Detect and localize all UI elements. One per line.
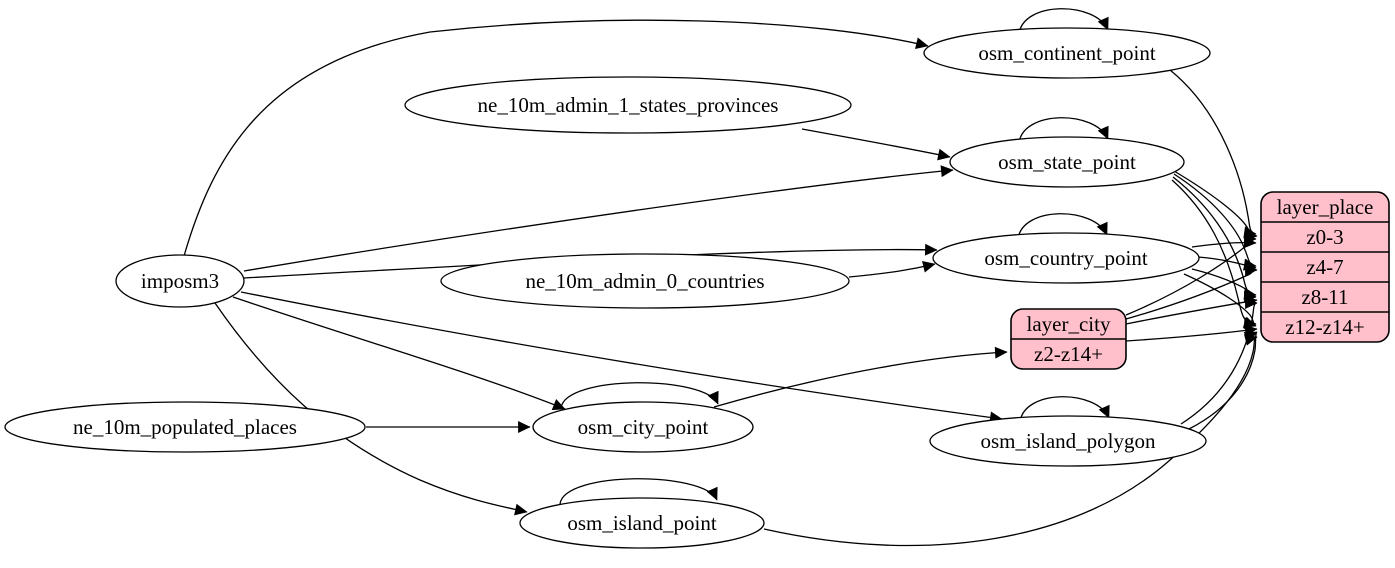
table-ellipse [115,254,245,308]
zoom-range-label: z0-3 [1306,225,1343,249]
edge-osm_island_polygon-layer_place-z12-z14+ [1188,331,1258,430]
table-label: osm_state_point [998,150,1136,174]
table-ellipse [404,76,852,134]
layer-title: layer_city [1027,312,1111,336]
edge-imposm3-osm_city_point [232,296,566,411]
edge-self-osm_country_point [1017,213,1108,240]
edge-layer_city-layer_place-z8-11 [1125,296,1258,325]
node-ne_10m_admin_0_countries: ne_10m_admin_0_countries [440,253,850,309]
edge-layer_city-layer_place-z4-7 [1125,264,1258,320]
table-ellipse [923,27,1211,79]
node-layer_city: layer_city z2-z14+ [1010,308,1127,370]
table-label: imposm3 [141,269,219,293]
table-ellipse [440,253,850,309]
edge-imposm3-osm_island_polygon [240,291,1003,424]
edge-self-osm_continent_point [1018,8,1109,35]
table-label: osm_continent_point [978,41,1155,65]
edge-self-osm_city_point [560,382,719,409]
edge-imposm3-osm_state_point [243,165,954,272]
table-ellipse [532,401,754,453]
edge-osm_continent_point-layer_place-z0-3 [1169,69,1257,239]
node-osm_city_point: osm_city_point [532,401,754,453]
table-label: ne_10m_admin_0_countries [525,269,764,293]
table-label: osm_country_point [984,246,1147,270]
table-label: ne_10m_populated_places [73,415,297,439]
zoom-range-label: z2-z14+ [1034,342,1103,366]
edge-imposm3-osm_continent_point [183,19,929,257]
table-label: osm_island_polygon [980,429,1156,453]
edge-ne_10m_admin_0_countries-osm_country_point [848,260,936,278]
node-osm_country_point: osm_country_point [932,232,1200,284]
edges-layer [183,8,1258,547]
node-ne_10m_admin_1_states_provinces: ne_10m_admin_1_states_provinces [404,76,852,134]
zoom-range-label: z4-7 [1306,255,1343,279]
node-imposm3: imposm3 [115,254,245,308]
edge-osm_state_point-layer_place-z0-3 [1173,170,1257,245]
edge-osm_island_point-layer_place-z12-z14+ [763,334,1258,547]
table-ellipse [929,415,1207,467]
node-osm_continent_point: osm_continent_point [923,27,1211,79]
layer-title: layer_place [1277,195,1374,219]
edge-imposm3-osm_island_point [214,302,528,516]
zoom-range-label: z8-11 [1301,285,1348,309]
node-osm_island_polygon: osm_island_polygon [929,415,1207,467]
edge-osm_island_polygon-layer_place-z8-11 [1180,297,1258,425]
edge-self-osm_state_point [1018,117,1109,144]
nodes-layer: imposm3 ne_10m_admin_1_states_provincesne… [4,27,1390,549]
edge-self-osm_island_point [559,478,718,505]
table-label: osm_island_point [567,511,717,535]
node-osm_state_point: osm_state_point [949,136,1185,188]
node-ne_10m_populated_places: ne_10m_populated_places [4,401,366,453]
table-ellipse [949,136,1185,188]
edge-layer_city-layer_place-z12-z14+ [1125,324,1258,342]
node-osm_island_point: osm_island_point [519,497,765,549]
edge-ne_10m_admin_1_states_provinces-osm_state_point [801,128,951,161]
edge-osm_country_point-layer_place-z0-3 [1191,236,1257,249]
edge-self-osm_island_polygon [1019,396,1110,423]
edge-osm_country_point-layer_place-z12-z14+ [1183,273,1257,328]
table-label: ne_10m_admin_1_states_provinces [478,93,779,117]
edge-osm_city_point-layer_city-z2-z14+ [713,346,1008,408]
table-label: osm_city_point [578,415,709,439]
node-layer_place: layer_place z0-3 z4-7 z8-11 z12-z14+ [1260,191,1390,343]
table-ellipse [932,232,1200,284]
layer-record [1260,191,1390,343]
table-ellipse [519,497,765,549]
edge-layer_city-layer_place-z0-3 [1125,230,1258,316]
zoom-range-label: z12-z14+ [1285,315,1364,339]
edge-osm_state_point-layer_place-z8-11 [1172,176,1257,300]
table-ellipse [4,401,366,453]
